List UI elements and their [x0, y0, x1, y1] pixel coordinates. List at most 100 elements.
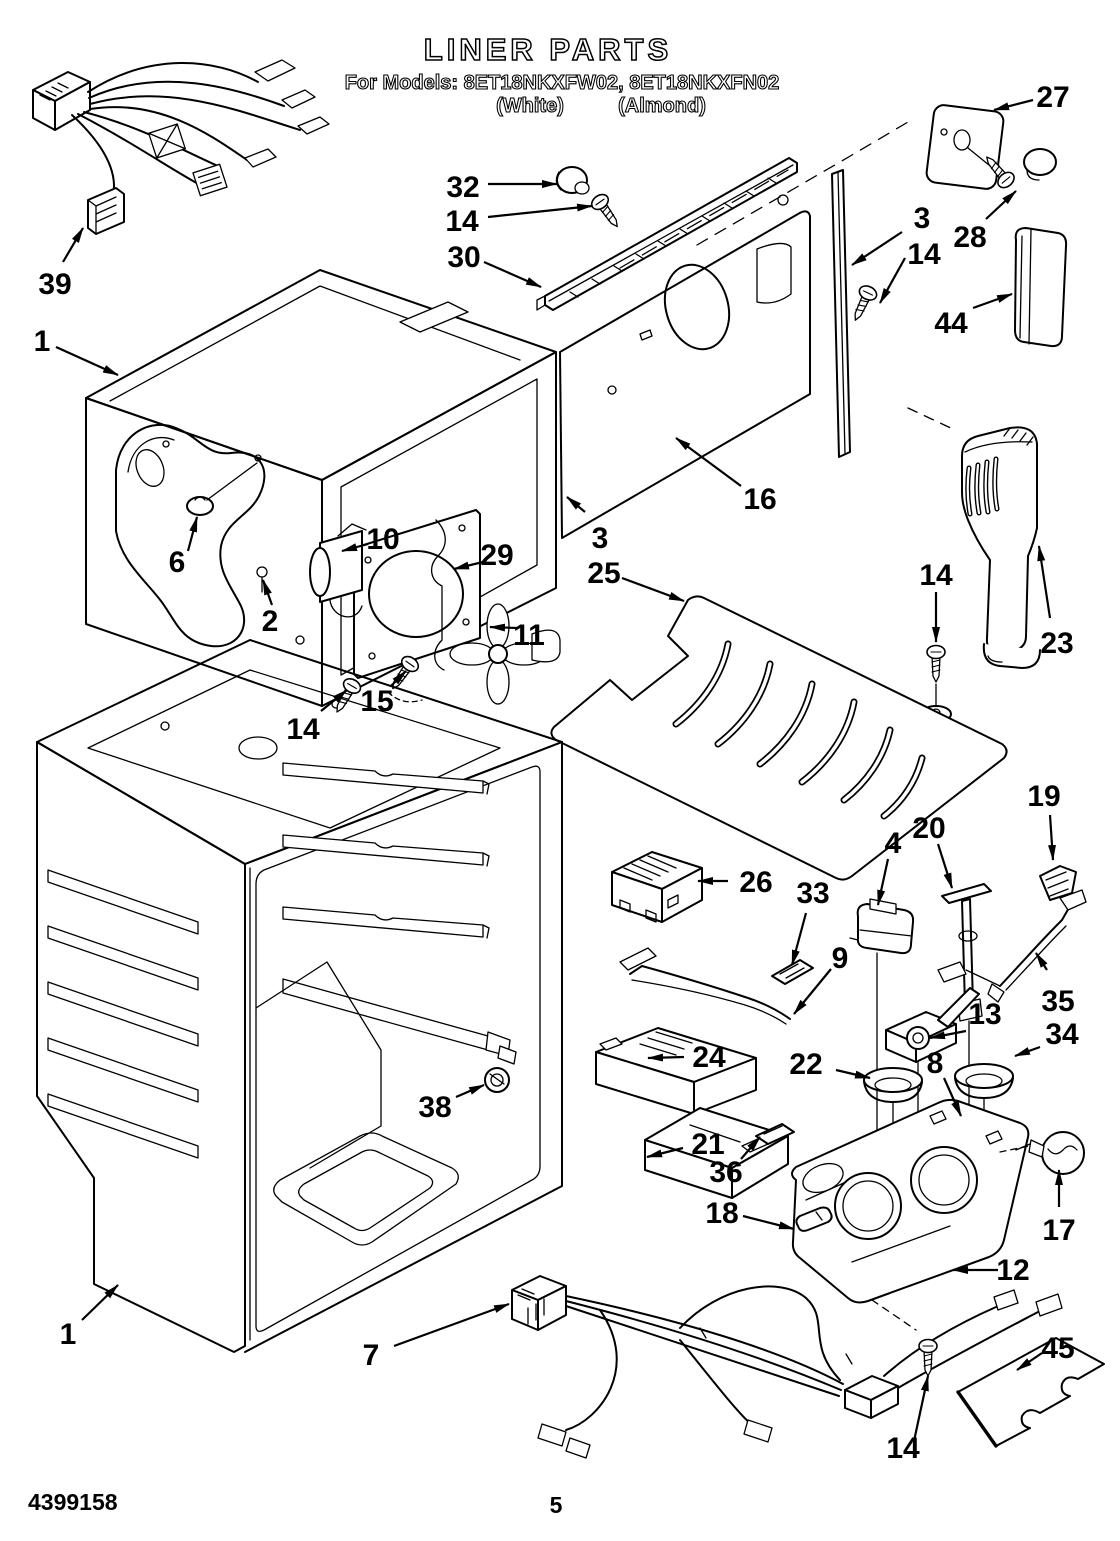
callout-27-arrow-5 — [993, 98, 1034, 112]
doc-number: 4399158 — [28, 1489, 118, 1515]
callout-18-number-38: 18 — [705, 1197, 738, 1230]
callout-36-number-37: 36 — [709, 1156, 742, 1189]
callout-45-arrow-43 — [1016, 1352, 1043, 1371]
callout-20-number-28: 20 — [912, 812, 945, 845]
callout-16-arrow-10 — [675, 437, 742, 487]
callout-14-number-13: 14 — [919, 559, 953, 592]
callout-12-number-40: 12 — [996, 1254, 1029, 1287]
callout-23-number-14: 23 — [1040, 627, 1073, 660]
callout-8-arrow-33 — [942, 1077, 963, 1117]
wiring-harness-39-drawing — [32, 59, 330, 235]
callout-28-arrow-6 — [985, 190, 1017, 220]
light-bulb-17-drawing — [1028, 1131, 1085, 1175]
callout-3-arrow-11 — [566, 496, 586, 513]
callout-9-arrow-26 — [793, 968, 832, 1015]
shelf-panel-25-drawing — [550, 595, 1008, 881]
screw-14-bottom-drawing — [871, 1299, 938, 1377]
callout-32-number-2: 32 — [446, 171, 479, 204]
diagram-title: LINER PARTS — [424, 32, 672, 67]
callout-13-arrow-32 — [929, 1029, 967, 1040]
callout-4-arrow-27 — [876, 858, 890, 906]
callout-1-number-0: 1 — [34, 325, 51, 358]
air-duct-21-drawing — [644, 1107, 789, 1199]
callout-14-arrow-8 — [879, 257, 906, 304]
air-duct-gasket-6-drawing — [115, 423, 266, 648]
control-box-26-drawing — [611, 851, 703, 923]
callout-14-number-3: 14 — [445, 205, 479, 238]
callout-20-arrow-28 — [936, 843, 954, 889]
callout-39-arrow-1 — [62, 227, 84, 263]
callout-11-number-19: 11 — [513, 619, 545, 652]
lower-liner-drawing — [36, 639, 563, 1353]
callout-30-number-4: 30 — [447, 241, 480, 274]
callout-1-arrow-0 — [55, 345, 119, 377]
callout-21-number-36: 21 — [691, 1128, 724, 1161]
callout-10-number-16: 10 — [366, 523, 399, 556]
lens-cups-drawing — [863, 1063, 1014, 1196]
callout-44-arrow-9 — [972, 292, 1013, 310]
finish-almond: (Almond) — [618, 95, 706, 117]
diagram-artwork — [32, 59, 1105, 1459]
callout-38-arrow-22 — [455, 1083, 485, 1099]
clip-33-wire-9-drawing — [619, 947, 814, 1025]
callout-15-number-20: 15 — [360, 685, 393, 718]
callout-14-number-42: 14 — [886, 1432, 920, 1465]
callout-1-arrow-23 — [81, 1284, 119, 1321]
callout-2-arrow-18 — [261, 579, 274, 606]
callout-3-number-11: 3 — [592, 522, 609, 555]
callout-7-number-39: 7 — [363, 1339, 380, 1372]
callout-10-arrow-16 — [341, 542, 369, 553]
callout-14-number-21: 14 — [286, 713, 320, 746]
access-plate-27-drawing — [925, 104, 1057, 192]
clip-36-drawing — [755, 1123, 795, 1145]
bracket-35-drawing — [937, 889, 1087, 1003]
callout-9-number-26: 9 — [832, 942, 849, 975]
callout-6-arrow-15 — [186, 516, 199, 552]
callout-25-arrow-12 — [621, 576, 685, 603]
callout-2-number-18: 2 — [262, 605, 279, 638]
callout-44-number-9: 44 — [934, 307, 968, 340]
fan-assembly-drawing — [256, 509, 561, 718]
callout-24-number-35: 24 — [692, 1041, 726, 1074]
cover-plate-45-drawing — [956, 1337, 1105, 1448]
callout-3-number-7: 3 — [914, 202, 931, 235]
callout-29-number-17: 29 — [480, 539, 513, 572]
fuse-18-drawing — [795, 1206, 833, 1232]
evaporator-cover-16-drawing — [536, 121, 909, 539]
callout-35-number-30: 35 — [1041, 985, 1074, 1018]
callout-33-number-25: 33 — [796, 877, 829, 910]
callout-14-arrow-42 — [912, 1375, 930, 1442]
callout-1-number-23: 1 — [60, 1318, 77, 1351]
callout-35-arrow-30 — [1035, 952, 1048, 971]
callout-14-number-8: 14 — [907, 238, 941, 271]
page-number: 5 — [550, 1492, 563, 1518]
callout-19-number-29: 19 — [1027, 780, 1060, 813]
part-19-drawing — [1039, 865, 1077, 901]
clip-cover-44-drawing — [1014, 227, 1068, 348]
callout-18-arrow-38 — [742, 1214, 795, 1231]
callout-36-arrow-37 — [740, 1136, 761, 1160]
callout-28-number-6: 28 — [953, 221, 986, 254]
wiring-harness-7-drawing — [511, 1275, 1063, 1459]
callout-16-number-10: 16 — [743, 483, 776, 516]
callout-14-arrow-21 — [320, 689, 348, 712]
air-duct-24-drawing — [595, 1027, 757, 1115]
models-line: For Models: 8ET18NKXFW02, 8ET18NKXFN02 — [345, 72, 780, 94]
callout-25-number-12: 25 — [587, 557, 620, 590]
upper-liner-drawing — [85, 269, 557, 707]
callout-19-arrow-29 — [1048, 814, 1056, 861]
callout-3-arrow-7 — [851, 231, 903, 266]
callout-38-number-22: 38 — [418, 1091, 451, 1124]
lever-13-drawing — [885, 987, 980, 1121]
callout-15-arrow-20 — [390, 670, 407, 687]
callout-23-arrow-14 — [1037, 545, 1052, 619]
finish-white: (White) — [496, 95, 564, 117]
callout-4-number-27: 4 — [885, 827, 902, 860]
callout-22-arrow-34 — [835, 1068, 871, 1080]
callout-26-number-24: 26 — [739, 866, 772, 899]
callout-8-number-33: 8 — [927, 1047, 944, 1080]
callout-14-arrow-3 — [487, 203, 593, 219]
callout-22-number-34: 22 — [789, 1048, 822, 1081]
